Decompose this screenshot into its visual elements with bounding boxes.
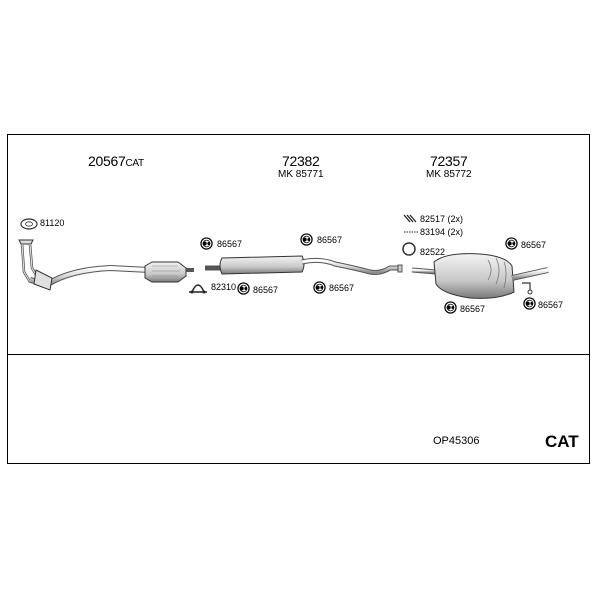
mount-part-number: 86567 [317,235,343,245]
front-assembly-number: 20567 [88,153,126,169]
mount-icon [444,301,457,314]
reference-code: OP45306 [433,435,480,447]
mount-part-number: 86567 [253,285,279,295]
bolts-icon [403,214,417,223]
gasket-icon [20,218,38,230]
catalyst-type-label: CAT [545,432,579,451]
mount-icon [237,282,250,295]
mount-icon [505,237,518,250]
catalytic-converter [144,261,194,283]
mount-icon [300,233,313,246]
middle-assembly-mk: MK 85771 [278,169,324,180]
diagram-divider [7,354,590,355]
mount-part-number: 86567 [217,239,243,249]
middle-silencer [205,255,403,275]
front-assembly-suffix: CAT [125,158,144,169]
mount-part-number: 86567 [329,283,355,293]
mount-part-number: 86567 [521,240,547,250]
rear-silencer [411,253,549,299]
front-flange [33,269,53,291]
bolts-part-number: 82517 (2x) [420,214,464,224]
mount-icon [523,297,536,310]
ring-icon [402,242,416,256]
mount-part-number: 86567 [538,300,564,310]
ring-part-number: 82522 [420,247,446,257]
springs-part-number: 83194 (2x) [420,227,464,237]
clamp-part-number: 82310 [211,282,237,292]
mount-icon [313,281,326,294]
clamp-icon [189,284,207,294]
front-pipe-with-catalyst [18,239,194,291]
front-assembly-label: 20567CAT [88,154,144,169]
rear-assembly-number: 72357 [430,153,468,169]
mount-icon [200,237,213,250]
gasket-part-number: 81120 [40,218,65,228]
mount-part-number: 86567 [460,304,486,314]
hanger-bracket [522,282,533,295]
diagram-frame [7,134,590,464]
rear-assembly-mk: MK 85772 [426,169,472,180]
middle-assembly-number: 72382 [282,153,320,169]
